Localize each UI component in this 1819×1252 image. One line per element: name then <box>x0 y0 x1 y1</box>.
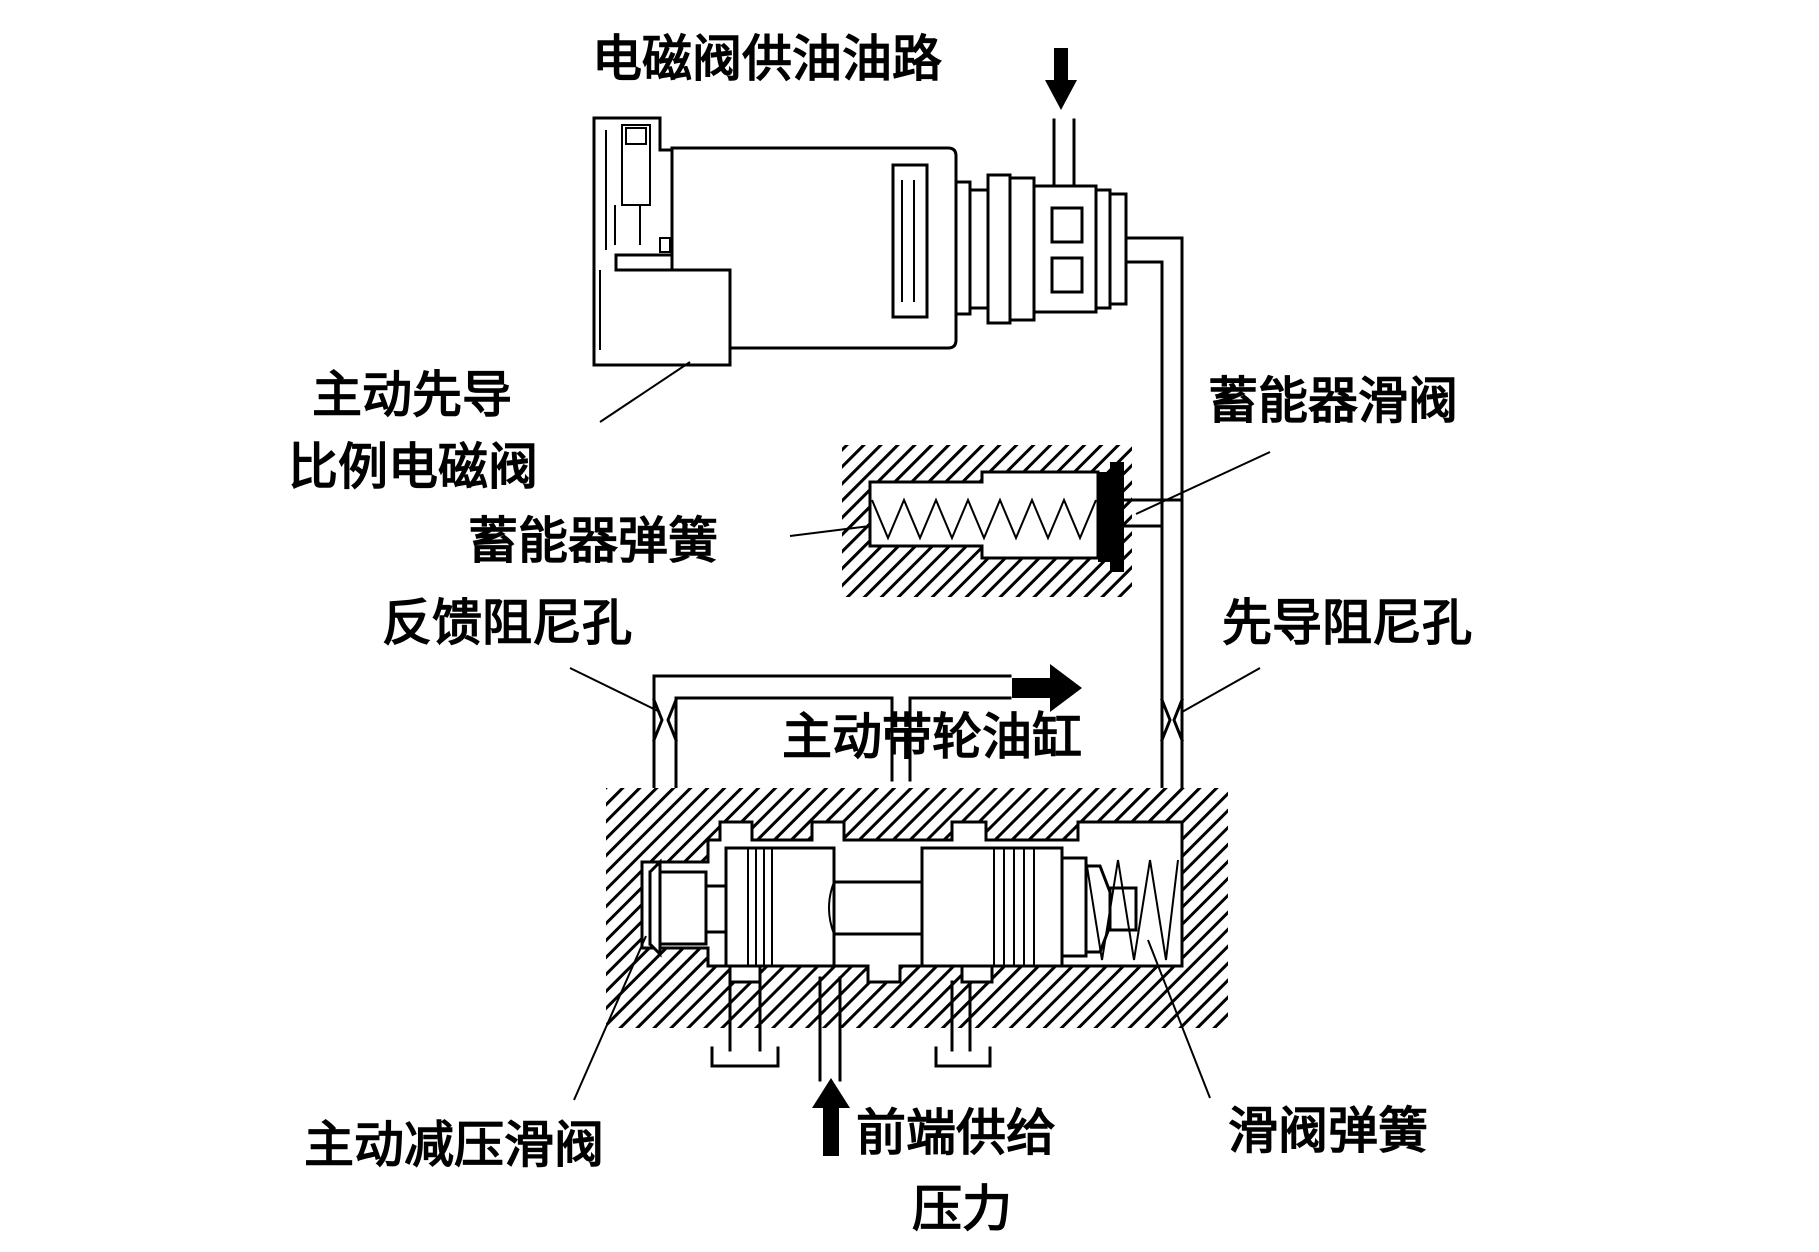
supply-pressure-label-line2: 压力 <box>912 1180 1012 1238</box>
supply-pressure-label-line1: 前端供给 <box>856 1104 1056 1162</box>
leader-lines <box>569 361 1271 1101</box>
pilot-orifice <box>1160 698 1184 742</box>
pilot-orifice-label: 先导阻尼孔 <box>1222 594 1472 652</box>
cylinder-flow-arrow <box>1012 664 1082 712</box>
pilot-solenoid-label-line1: 主动先导 <box>312 366 512 424</box>
feedback-orifice <box>652 698 678 742</box>
accumulator-spring <box>871 497 1097 541</box>
accumulator-valve-label: 蓄能器滑阀 <box>1208 372 1458 430</box>
feedback-line <box>652 674 1184 824</box>
front-supply-arrow <box>812 1078 850 1156</box>
main-valve-ports <box>710 976 992 1082</box>
accumulator-spring-label: 蓄能器弹簧 <box>468 512 718 570</box>
reducing-valve-label: 主动减压滑阀 <box>304 1116 604 1174</box>
accumulator <box>842 445 1184 597</box>
primary-cylinder-label: 主动带轮油缸 <box>782 708 1082 766</box>
pilot-proportional-solenoid-valve <box>592 116 1128 367</box>
spool-spring <box>1085 859 1179 961</box>
feedback-orifice-label: 反馈阻尼孔 <box>382 594 632 652</box>
spool-spring-label: 滑阀弹簧 <box>1228 1102 1428 1160</box>
reducing-valve-spool <box>648 846 1138 968</box>
solenoid-supply-arrow <box>1045 48 1077 110</box>
pilot-solenoid-label-line2: 比例电磁阀 <box>288 438 538 496</box>
pilot-oil-line <box>1124 236 1184 824</box>
solenoid-supply-label: 电磁阀供油油路 <box>592 30 943 88</box>
